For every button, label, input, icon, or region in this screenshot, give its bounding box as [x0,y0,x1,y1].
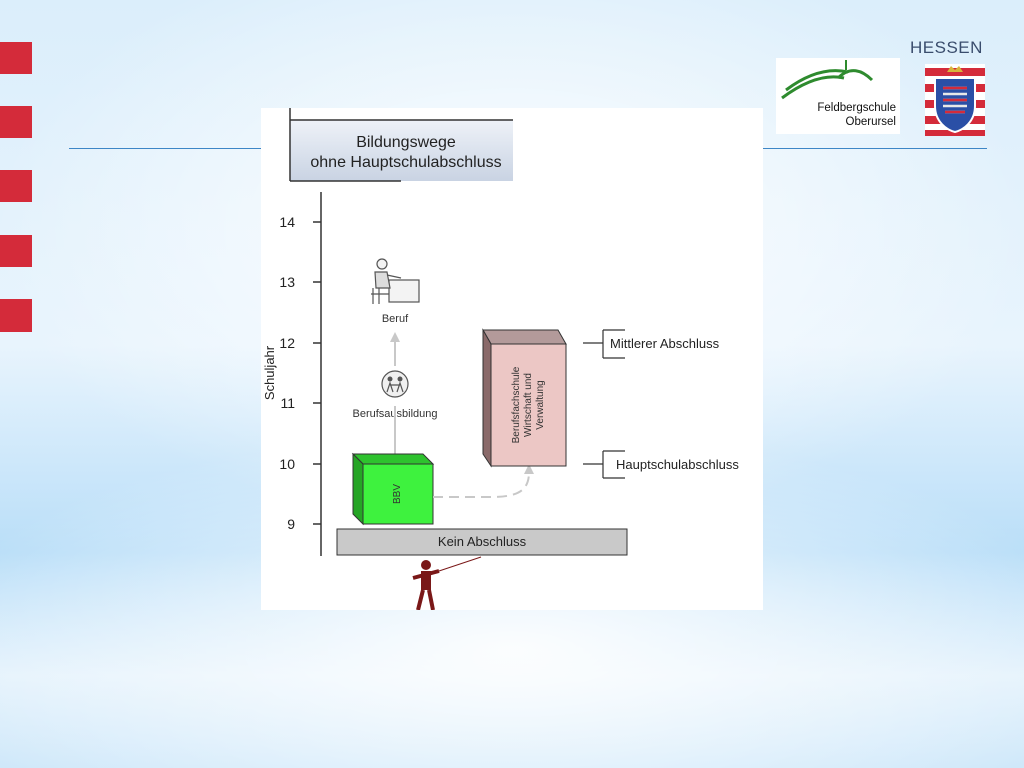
training-figures-icon [381,370,409,398]
arrow-head [524,464,534,474]
outcome-bracket-mittlerer [583,329,625,359]
person-icon [412,556,482,610]
school-name: Feldbergschule [817,102,896,114]
diagram-panel: Bildungswege ohne Hauptschulabschluss 14… [261,108,763,610]
y-tick-label: 12 [279,335,295,351]
school-logo: Feldbergschule Oberursel [776,58,900,134]
dashed-arrow-to-bfs [433,471,530,498]
outcome-bracket-hauptschul [583,450,625,479]
y-ticks [313,221,321,525]
node-bfs-line-2: Wirtschaft und [523,373,534,437]
y-tick-label: 14 [279,214,295,230]
education-path-diagram: Bildungswege ohne Hauptschulabschluss 14… [262,108,739,610]
title-line-2: ohne Hauptschulabschluss [310,154,501,171]
title-box [290,120,513,181]
bbv-box [351,452,435,526]
hessen-label: HESSEN [910,38,983,57]
berufsfachschule-box [482,328,567,468]
node-kein-abschluss-label: Kein Abschluss [438,534,527,549]
hessen-crest-icon [925,64,985,136]
office-worker-icon [371,258,420,304]
outcome-hauptschul-label: Hauptschulabschluss [616,457,739,472]
header-rule-right [763,148,987,149]
y-tick-label: 9 [287,516,295,532]
decorative-stripes [0,42,32,332]
node-bfs-line-1: Berufsfachschule [511,366,522,443]
y-tick-label: 11 [280,395,295,411]
outcome-mittlerer-label: Mittlerer Abschluss [610,336,720,351]
node-bbv-label: BBV [392,484,403,504]
node-bfs-line-3: Verwaltung [535,380,546,429]
y-axis-label: Schuljahr [262,345,277,400]
kein-abschluss-bar [336,528,628,556]
node-beruf-label: Beruf [382,313,409,325]
school-city: Oberursel [845,116,897,128]
y-tick-label: 10 [279,456,295,472]
title-line-1: Bildungswege [356,134,456,151]
mountain-logo-icon [781,60,874,100]
header-rule-left [69,148,261,149]
y-tick-label: 13 [279,274,295,290]
arrow-head [390,332,400,342]
